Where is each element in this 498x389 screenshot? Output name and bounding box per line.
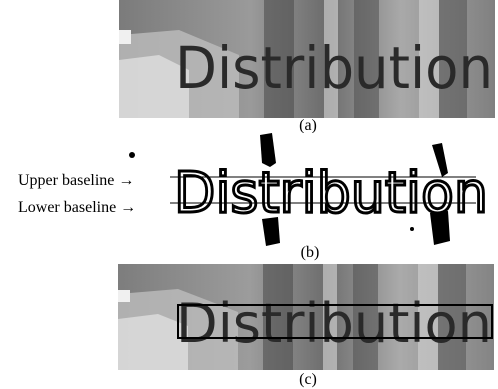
grayscale-scene-image-with-box: Distribution xyxy=(118,264,494,370)
panel-a-original-image: Distribution xyxy=(119,0,495,118)
panel-b-binarized-image: Distribution xyxy=(120,133,496,249)
word-text-a: Distribution xyxy=(175,34,493,102)
caption-c: (c) xyxy=(299,371,317,388)
upper-baseline-label: Upper baseline → xyxy=(18,172,135,189)
caption-b: (b) xyxy=(300,244,320,261)
panel-c-detected-image: Distribution xyxy=(118,264,494,370)
grayscale-scene-image: Distribution xyxy=(119,0,495,118)
word-text-c: Distribution xyxy=(176,292,492,355)
lower-baseline-label: Lower baseline → xyxy=(18,199,137,216)
text-bounding-box xyxy=(177,304,493,339)
binarized-image: Distribution xyxy=(120,133,496,249)
caption-a: (a) xyxy=(299,117,317,134)
word-text-b: Distribution xyxy=(174,161,488,226)
